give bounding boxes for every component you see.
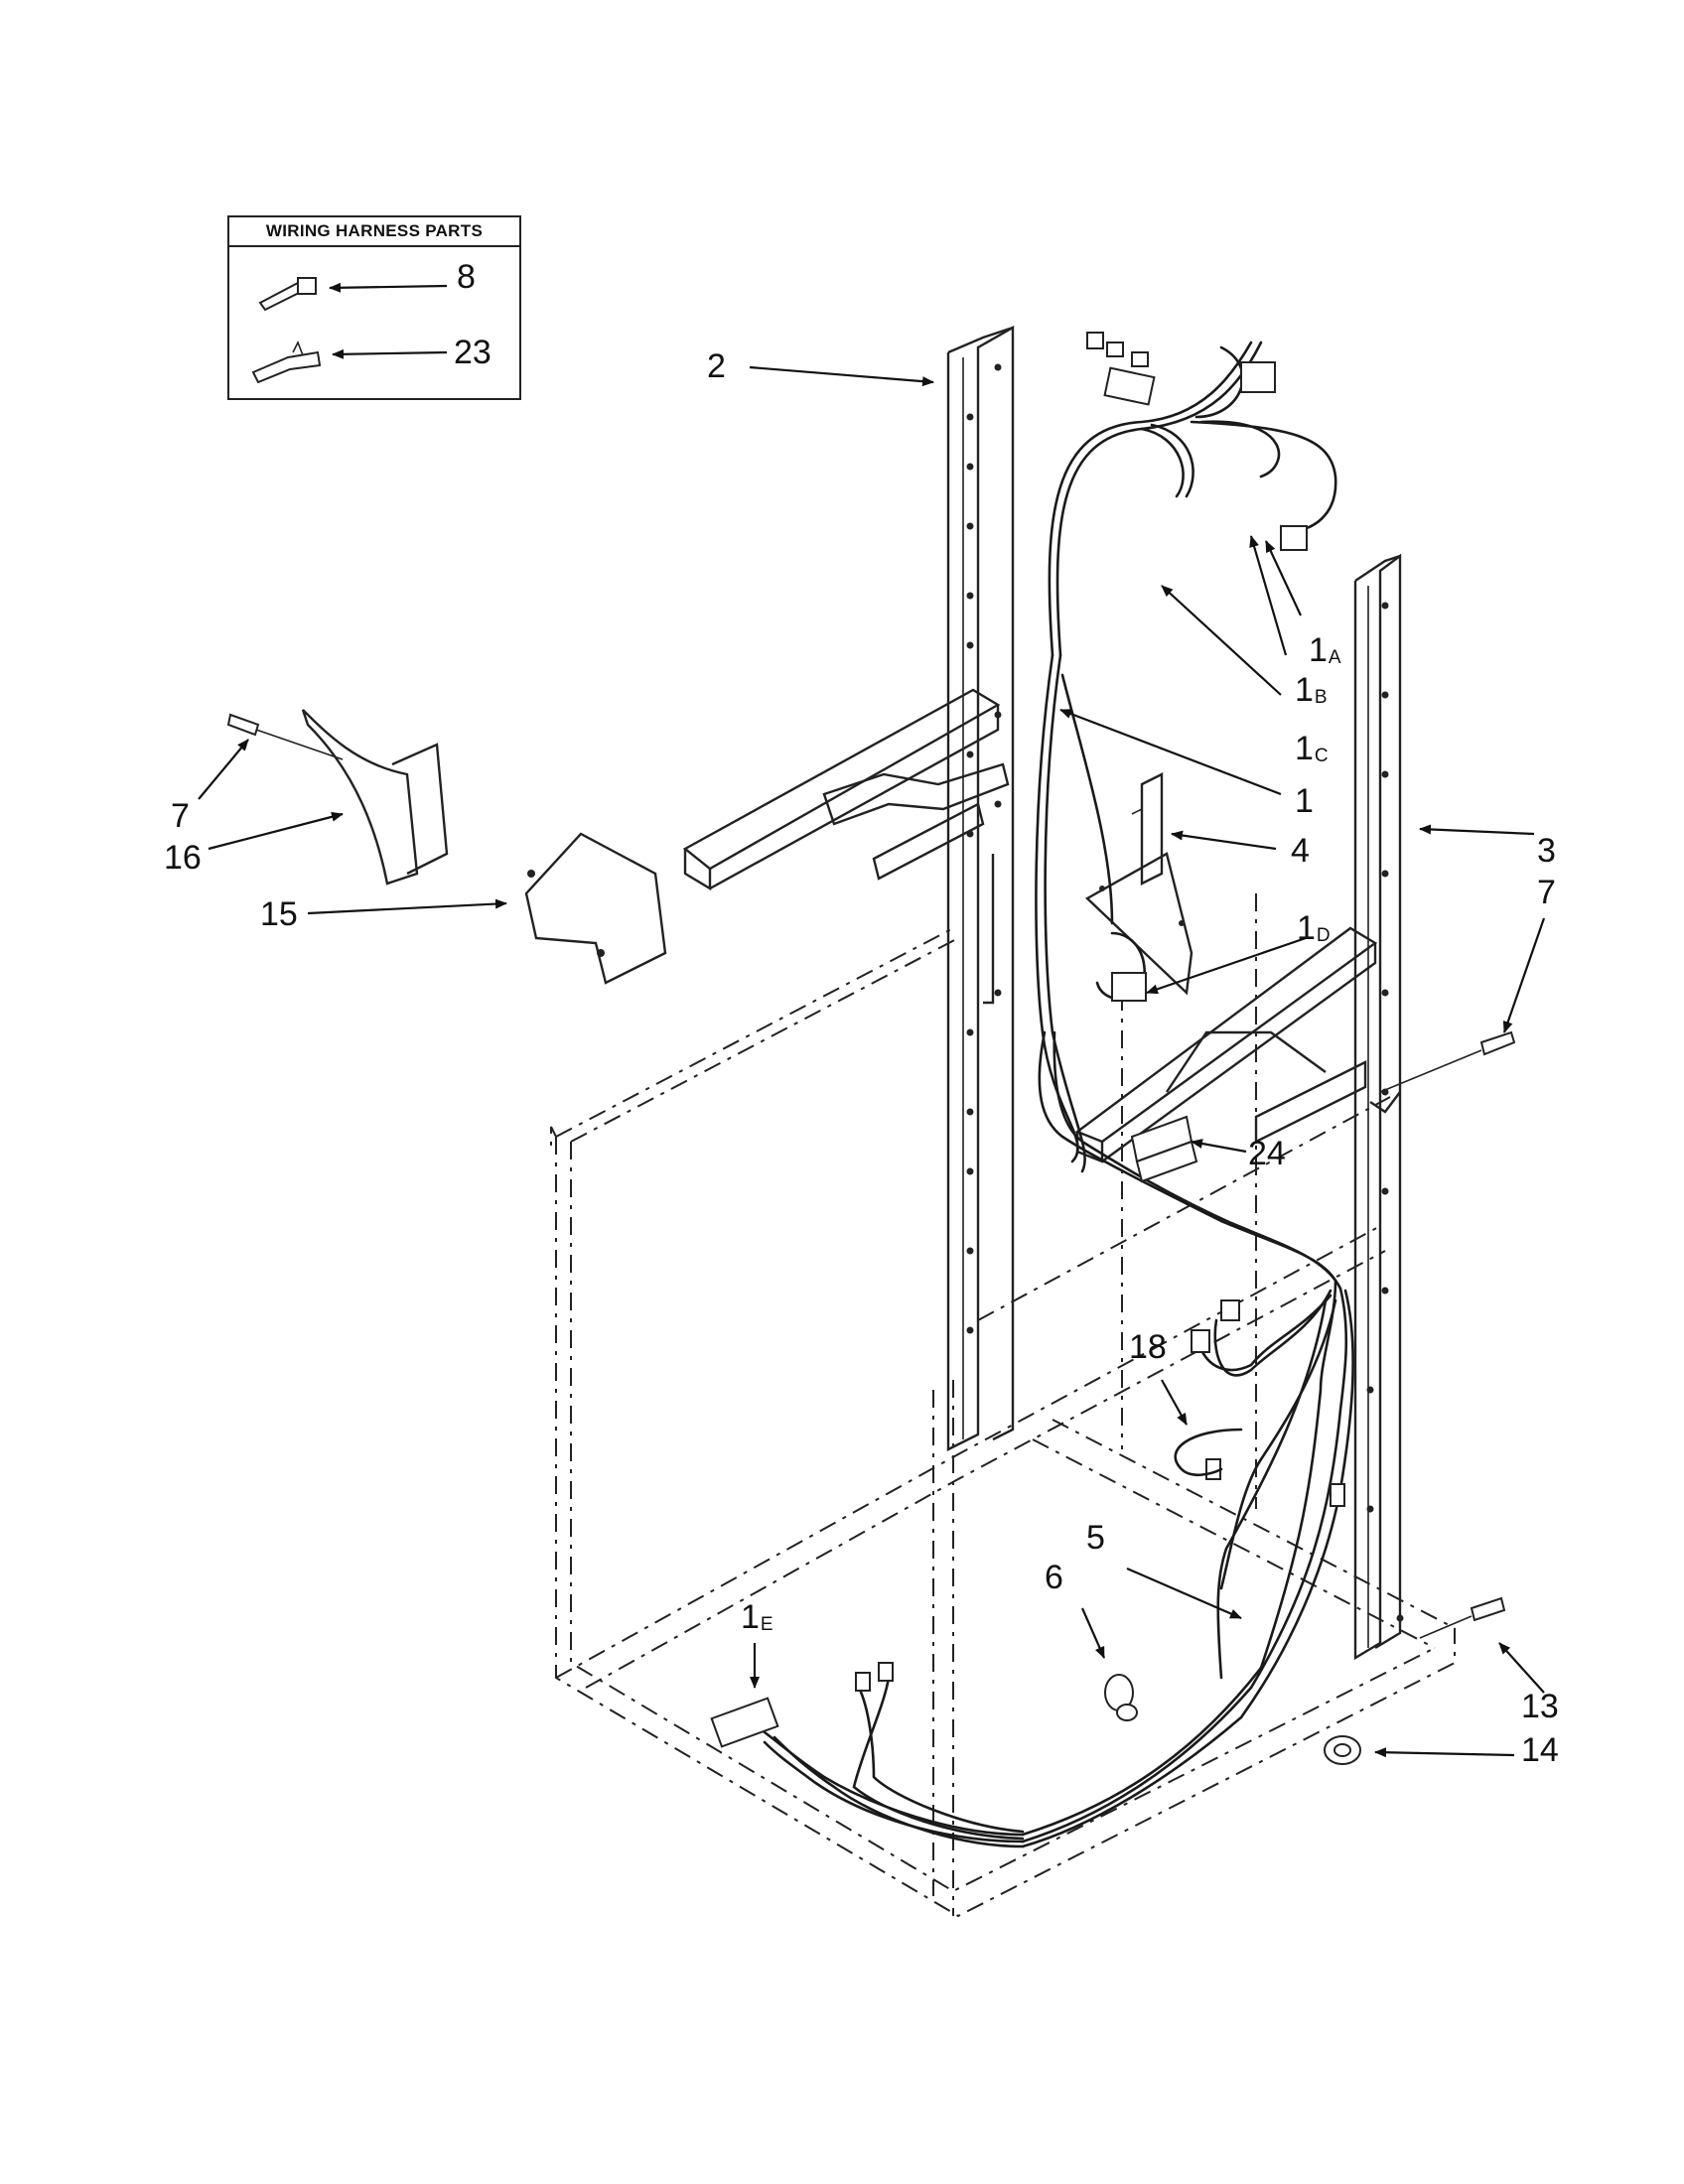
callout-7-left: 7	[171, 797, 190, 835]
callout-1c: 1C	[1295, 732, 1329, 773]
harness-connectors	[710, 332, 1345, 1748]
right-side-panel	[1353, 553, 1404, 1661]
callout-1d: 1D	[1297, 911, 1331, 953]
callout-24: 24	[1248, 1135, 1286, 1172]
cabinet-phantom-outline	[550, 893, 1456, 1918]
callout-1d-number: 1	[1297, 909, 1316, 947]
leader-lines	[198, 282, 1546, 1758]
clip-part-24	[1130, 1115, 1198, 1183]
wiring-harness-parts-inset: WIRING HARNESS PARTS	[227, 215, 521, 400]
callout-7-right: 7	[1537, 874, 1556, 911]
wire-tie-icon	[258, 277, 317, 312]
left-side-panel	[946, 325, 1015, 1451]
callout-18: 18	[1129, 1328, 1167, 1366]
callout-1b: 1B	[1295, 673, 1328, 715]
main-wiring-harness	[763, 341, 1354, 1848]
callout-1e-number: 1	[741, 1598, 760, 1636]
callout-16: 16	[164, 839, 202, 877]
callout-1: 1	[1295, 782, 1314, 820]
inset-title: WIRING HARNESS PARTS	[229, 217, 519, 247]
callout-1e-suffix: E	[760, 1614, 773, 1635]
screw-part-13	[1419, 1596, 1506, 1639]
bracket-part-4	[1084, 772, 1193, 996]
callout-3: 3	[1537, 832, 1556, 870]
callout-13: 13	[1521, 1688, 1559, 1725]
callout-1a-suffix: A	[1328, 647, 1341, 668]
callout-1c-number: 1	[1295, 730, 1314, 767]
callout-8: 8	[457, 258, 476, 296]
grommet-part-14	[1324, 1735, 1361, 1765]
lower-right-brace	[1074, 926, 1401, 1163]
callout-1a: 1A	[1309, 633, 1341, 675]
clamp-part-6	[1104, 1674, 1138, 1721]
sensor-part-18	[1174, 1428, 1243, 1477]
callout-4: 4	[1291, 832, 1310, 870]
tube-part-5	[1216, 1298, 1328, 1680]
callout-14: 14	[1521, 1731, 1559, 1769]
terminal-connector-icon	[251, 341, 322, 384]
callout-1c-suffix: C	[1314, 746, 1329, 766]
callout-15: 15	[260, 895, 298, 933]
callout-1b-suffix: B	[1314, 687, 1328, 708]
callout-5: 5	[1086, 1519, 1105, 1557]
callout-1e: 1E	[741, 1600, 773, 1642]
callout-23: 23	[454, 334, 491, 371]
callout-1d-suffix: D	[1316, 925, 1331, 946]
screw-part-7-right	[1379, 1030, 1516, 1093]
switch-bracket-assembly	[301, 709, 667, 985]
screw-part-7-left	[226, 713, 344, 760]
callout-1a-number: 1	[1309, 631, 1328, 669]
callout-2: 2	[707, 347, 726, 385]
top-cross-brace	[682, 688, 1010, 1005]
callout-6: 6	[1045, 1559, 1063, 1596]
callout-1b-number: 1	[1295, 671, 1314, 709]
